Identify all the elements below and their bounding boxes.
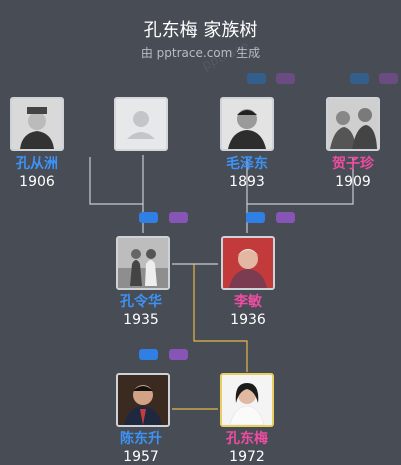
person-name[interactable]: 李敏 (234, 294, 262, 310)
connector-child-line (193, 264, 248, 372)
expand-parents-icon[interactable] (139, 212, 158, 223)
person-name[interactable]: 陈东升 (120, 431, 162, 447)
connector-kong-parents (89, 157, 144, 233)
person-name[interactable]: 毛泽东 (226, 156, 268, 172)
expand-children-icon[interactable] (379, 73, 398, 84)
person-name[interactable]: 贺子珍 (332, 156, 374, 172)
expand-parents-icon[interactable] (247, 73, 266, 84)
person-silhouette-icon (127, 111, 155, 139)
person-year: 1893 (229, 174, 265, 190)
photo-he-zizhen[interactable] (326, 97, 380, 151)
person-name[interactable]: 孔从洲 (16, 156, 58, 172)
person-year: 1936 (230, 312, 266, 328)
photo-mao-zedong[interactable] (220, 97, 274, 151)
expand-children-icon[interactable] (276, 73, 295, 84)
person-name[interactable]: 孔东梅 (226, 431, 268, 447)
expand-parents-icon[interactable] (139, 349, 158, 360)
person-year: 1909 (335, 174, 371, 190)
photo-chen-dongsheng[interactable] (116, 373, 170, 427)
photo-placeholder[interactable] (114, 97, 168, 151)
person-year: 1906 (19, 174, 55, 190)
page-title: 孔东梅 家族树 (143, 20, 258, 41)
person-year: 1957 (123, 449, 159, 465)
expand-children-icon[interactable] (276, 212, 295, 223)
expand-children-icon[interactable] (169, 212, 188, 223)
person-year: 1972 (229, 449, 265, 465)
person-year: 1935 (123, 312, 159, 328)
photo-kong-linghua[interactable] (116, 236, 170, 290)
person-name[interactable]: 孔令华 (120, 294, 162, 310)
expand-parents-icon[interactable] (246, 212, 265, 223)
photo-kong-congzhou[interactable] (10, 97, 64, 151)
expand-parents-icon[interactable] (350, 73, 369, 84)
connector-mao-parents (246, 157, 354, 205)
page-subtitle: 由 pptrace.com 生成 (140, 46, 261, 60)
photo-li-min[interactable] (221, 236, 275, 290)
photo-kong-dongmei[interactable] (220, 373, 274, 427)
expand-children-icon[interactable] (169, 349, 188, 360)
